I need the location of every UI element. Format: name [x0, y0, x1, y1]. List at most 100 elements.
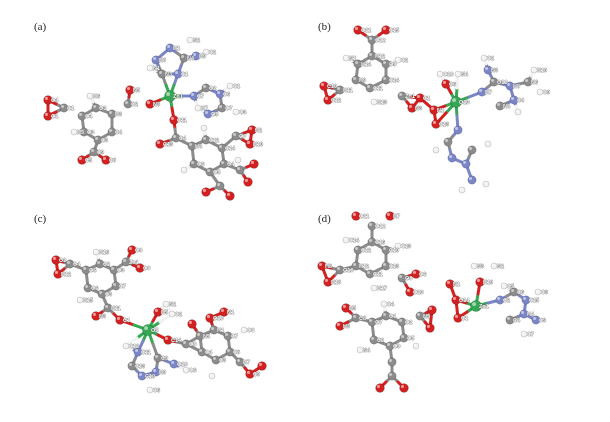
atom-highlight [78, 156, 82, 161]
atom-highlight [181, 55, 184, 58]
atom-label: O3 [117, 268, 124, 274]
atom-label: C4 [513, 318, 521, 324]
atom-highlight [511, 97, 514, 100]
atom-label: C15 [529, 298, 539, 304]
atom-highlight [386, 212, 390, 217]
atom-label: O4 [227, 162, 235, 168]
atom-highlight [61, 105, 64, 108]
atom-label: H7 [393, 214, 400, 220]
atom-label: C5 [507, 284, 514, 290]
atom-highlight [191, 93, 194, 96]
atom-label: C4 [115, 130, 123, 136]
atom-label: H7 [485, 90, 492, 96]
atom-label: N1 [453, 282, 460, 288]
atom-label: C2 [487, 56, 494, 62]
atom-label: N3 [99, 314, 106, 320]
atom-highlight [202, 188, 207, 193]
atom-label: O12 [375, 38, 385, 44]
atom-highlight [233, 109, 236, 112]
atom-label: C2 [401, 58, 408, 64]
atom-label: C7 [231, 334, 238, 340]
atoms-c [51, 245, 267, 394]
atom-highlight [111, 267, 114, 270]
atom-label: O6 [91, 286, 98, 292]
atom-label: C12 [361, 248, 371, 254]
atom-label: O1 [51, 114, 58, 120]
atom-label: C3 [219, 358, 226, 364]
atom-label: C4 [517, 98, 525, 104]
atom-label: C12 [129, 344, 139, 350]
atom-label: O10 [213, 316, 223, 322]
atom-label: H12 [375, 54, 385, 60]
atom-highlight [129, 363, 132, 366]
atom-label: C10 [389, 248, 399, 254]
atom-label: H15 [83, 298, 93, 304]
atom-highlight [355, 61, 358, 64]
atom-highlight [147, 387, 150, 391]
atom-highlight [483, 181, 487, 184]
atom-label: C12 [331, 98, 341, 104]
atom-highlight [205, 111, 208, 114]
atom-label: O5 [407, 336, 414, 342]
atom-highlight [383, 263, 386, 266]
atom-highlight [237, 167, 240, 170]
atom-highlight [371, 337, 374, 340]
atom-highlight [523, 297, 527, 300]
atom-label: C6 [517, 290, 524, 296]
atom-highlight [183, 341, 186, 344]
atom-highlight [226, 192, 231, 197]
atom-h [484, 140, 492, 148]
atom-label: O14 [459, 298, 470, 304]
atom-label: O4 [73, 262, 81, 268]
atom-c [443, 137, 453, 147]
panel-c: O4O2H12O6C2O3C7C3O6H16H15Zn1O9O8H11N3C1O… [34, 213, 267, 394]
atom-highlight [336, 322, 340, 326]
atom-highlight [52, 256, 56, 260]
atom-highlight [437, 71, 441, 74]
atom-highlight [154, 308, 159, 312]
atom-highlight [369, 319, 372, 322]
atom-h [208, 372, 216, 380]
atom-label: C9 [543, 90, 550, 96]
atom-label: C5 [85, 158, 92, 164]
atom-highlight [171, 361, 174, 364]
atom-label: O11 [361, 28, 371, 34]
atom-label: O5 [211, 112, 218, 118]
atom-highlight [343, 55, 347, 58]
atom-highlight [324, 96, 328, 100]
atom-label: Zn1 [173, 94, 183, 100]
atom-label: C1 [181, 72, 188, 78]
atom-c [235, 165, 245, 175]
atom-label: O6 [419, 272, 426, 278]
atom-label: H10 [253, 142, 263, 148]
atom-label: N5 [423, 314, 430, 320]
atom-highlight [209, 373, 212, 377]
atom-label: H9 [159, 370, 166, 376]
atom-highlight [401, 335, 404, 338]
atom-highlight [399, 319, 402, 322]
atom-label: H2 [255, 128, 262, 134]
atom-label: C9 [539, 318, 546, 324]
atom-label: O6 [89, 268, 96, 274]
atom-label: C1 [67, 106, 74, 112]
atom-label: H4 [527, 312, 535, 318]
atom-highlight [382, 26, 386, 30]
atom-highlight [369, 223, 372, 226]
atom-label: C11 [177, 118, 187, 124]
atom-highlight [491, 79, 494, 82]
atom-label: O12 [497, 80, 507, 86]
atom-highlight [207, 169, 210, 172]
atom-highlight [476, 278, 480, 282]
atom-highlight [188, 320, 193, 324]
atom-label: O3 [99, 106, 106, 112]
atom-highlight [139, 373, 142, 376]
atom-highlight [497, 103, 500, 106]
atom-label: C13 [135, 364, 145, 370]
atom-highlight [413, 343, 417, 347]
atom-highlight [92, 312, 96, 316]
atom-label: H7 [201, 106, 208, 112]
atom-label: N6 [531, 80, 538, 86]
atom-label: H8 [159, 58, 166, 64]
atom-highlight [211, 327, 214, 330]
